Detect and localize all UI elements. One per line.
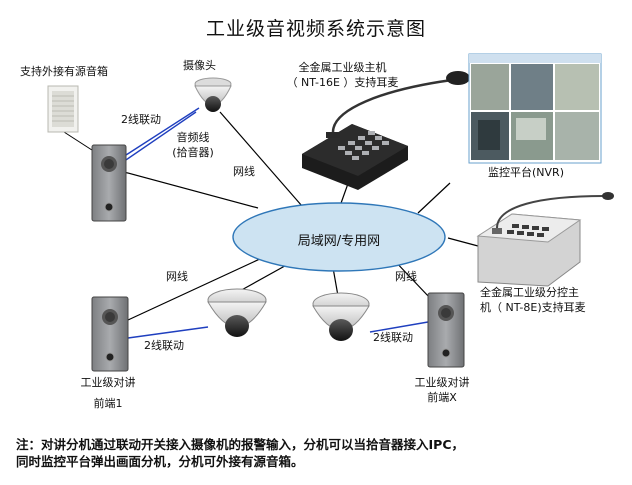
sub-host-line1: 全金属工业级分控主	[480, 286, 579, 299]
intercom-icon-top	[91, 144, 127, 222]
net-cable-right-label: 网线	[395, 270, 417, 283]
camera-icon-left	[207, 288, 267, 337]
main-host-icon	[302, 71, 470, 190]
camera-top-label: 摄像头	[183, 59, 216, 72]
net-cable-top-label: 网线	[233, 165, 255, 178]
speaker-icon	[47, 85, 79, 133]
speaker-label: 支持外接有源音箱	[20, 65, 108, 78]
pickup-text: (拾音器)	[172, 146, 214, 159]
link-2wire-right-label: 2线联动	[373, 331, 413, 344]
cable-camera-top	[219, 111, 303, 207]
main-host-line1: 全金属工业级主机	[298, 61, 387, 74]
cable-sub-host	[447, 237, 479, 247]
main-host-label: 全金属工业级主机 （ NT-16E ）支持耳麦	[280, 60, 405, 90]
intercom-1-line2: 前端1	[93, 397, 123, 410]
intercom-x-line2: 前端X	[427, 391, 457, 404]
lan-ellipse	[232, 202, 446, 272]
link-2wire-left-label: 2线联动	[144, 339, 184, 352]
intercom-1-line1: 工业级对讲	[80, 376, 136, 389]
link-right	[369, 321, 429, 333]
link-top-2	[125, 107, 200, 156]
link-top-1	[122, 111, 197, 163]
nvr-monitor-icon	[468, 53, 602, 164]
main-host-line2: （ NT-16E ）支持耳麦	[286, 76, 399, 89]
nvr-label: 监控平台(NVR)	[488, 166, 564, 179]
intercom-icon-1	[91, 296, 129, 372]
cable-intercom-1	[127, 257, 263, 321]
link-wires	[122, 107, 429, 339]
speaker-wire	[63, 131, 96, 153]
sub-host-label: 全金属工业级分控主 机（ NT-8E)支持耳麦	[480, 285, 606, 315]
lan-label: 局域网/专用网	[297, 234, 381, 249]
diagram-title: 工业级音视频系统示意图	[205, 18, 426, 40]
audio-line-text: 音频线	[176, 131, 210, 144]
footnote-line1: 注：对讲分机通过联动开关接入摄像机的报警输入，分机可以当拾音器接入IPC，	[16, 437, 464, 452]
intercom-1-label: 工业级对讲 前端1	[68, 375, 148, 411]
sub-host-line2: 机（ NT-8E)支持耳麦	[480, 301, 586, 314]
intercom-x-line1: 工业级对讲	[414, 376, 470, 389]
footnote-line2: 同时监控平台弹出画面分机，分机可外接有源音箱。	[16, 454, 304, 469]
audio-line-label: 音频线 (拾音器)	[165, 130, 221, 160]
camera-icon-right	[312, 292, 370, 341]
footnote: 注：对讲分机通过联动开关接入摄像机的报警输入，分机可以当拾音器接入IPC， 同时…	[16, 436, 616, 470]
cable-intercom-top	[123, 171, 259, 209]
link-2wire-top-label: 2线联动	[121, 113, 161, 126]
net-cable-left-label: 网线	[166, 270, 188, 283]
intercom-icon-x	[427, 292, 465, 368]
camera-icon-top	[194, 77, 232, 112]
cable-nvr	[417, 182, 451, 214]
link-left	[127, 326, 209, 339]
intercom-x-label: 工业级对讲 前端X	[402, 375, 482, 405]
sub-host-icon	[476, 192, 614, 287]
network-cables	[123, 111, 479, 321]
cable-camera-left	[237, 261, 293, 293]
